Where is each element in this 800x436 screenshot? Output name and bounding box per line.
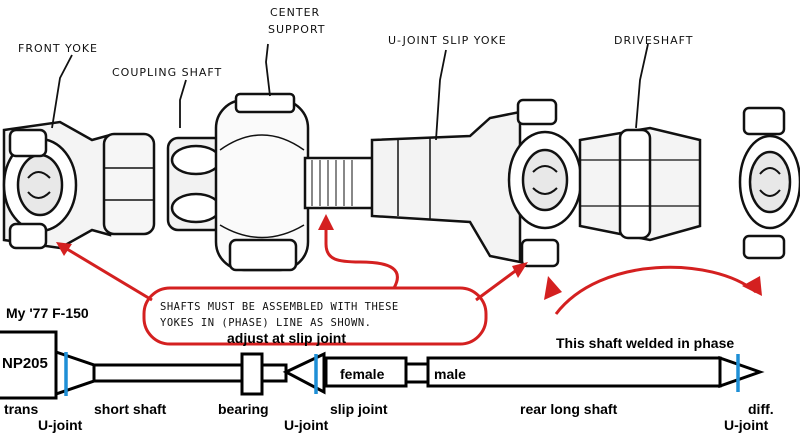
trans-label: trans xyxy=(4,401,38,417)
diff-label: diff. xyxy=(748,401,774,417)
front-yoke-label: FRONT YOKE xyxy=(18,42,98,55)
driveshaft-tube-drawing xyxy=(578,126,702,242)
u-joint-label-front: U-joint xyxy=(38,417,83,433)
welded-phase-label: This shaft welded in phase xyxy=(556,335,734,351)
red-annotations xyxy=(56,214,762,346)
u-joint-label-rear: U-joint xyxy=(724,417,769,433)
coupling-shaft-drawing xyxy=(166,136,226,232)
rear-u-joint-shape xyxy=(718,355,765,389)
mid-u-joint-shape xyxy=(282,351,326,395)
coupling-shaft-label: COUPLING SHAFT xyxy=(112,66,222,79)
arrow-to-front-yoke xyxy=(61,244,153,302)
center-support-label-line1: CENTER xyxy=(270,6,320,19)
center-support-label-line2: SUPPORT xyxy=(268,23,326,36)
male-label: male xyxy=(434,366,466,382)
male-long-shaft xyxy=(426,356,722,388)
front-yoke-drawing xyxy=(2,120,156,250)
slip-joint-label: slip joint xyxy=(330,401,388,417)
stub-shaft-bar xyxy=(260,363,288,383)
female-label: female xyxy=(340,366,385,382)
adjust-slip-joint-label: adjust at slip joint xyxy=(227,330,346,346)
center-support-drawing xyxy=(214,92,310,272)
short-shaft-bar xyxy=(92,363,244,383)
rear-long-shaft-label: rear long shaft xyxy=(520,401,618,417)
transfer-case-label: NP205 xyxy=(2,355,48,372)
front-u-joint-shape xyxy=(54,349,96,397)
u-joint-markers xyxy=(64,352,740,396)
u-joint-label-mid: U-joint xyxy=(284,417,329,433)
splined-shaft-drawing xyxy=(303,156,377,210)
phase-note-line1: SHAFTS MUST BE ASSEMBLED WITH THESE xyxy=(160,301,399,313)
vehicle-label: My '77 F-150 xyxy=(6,305,89,321)
leader-lines xyxy=(51,43,649,141)
bearing-label: bearing xyxy=(218,401,269,417)
arrow-to-slip-yoke xyxy=(475,264,523,302)
phase-note-box xyxy=(142,286,488,346)
phase-note-line2: YOKES IN (PHASE) LINE AS SHOWN. xyxy=(160,317,371,329)
driveshaft-label: DRIVESHAFT xyxy=(614,34,693,47)
phase-arc-arrow xyxy=(554,265,757,315)
rear-yoke-drawing xyxy=(738,106,800,260)
female-slip-box xyxy=(324,356,408,388)
u-joint-slip-yoke-label: U-JOINT SLIP YOKE xyxy=(388,34,507,47)
arrow-to-spline xyxy=(324,224,399,289)
short-shaft-label: short shaft xyxy=(94,401,167,417)
slip-yoke-drawing xyxy=(370,98,583,268)
driveshaft-illustration xyxy=(2,92,800,272)
bearing-block xyxy=(240,352,264,396)
